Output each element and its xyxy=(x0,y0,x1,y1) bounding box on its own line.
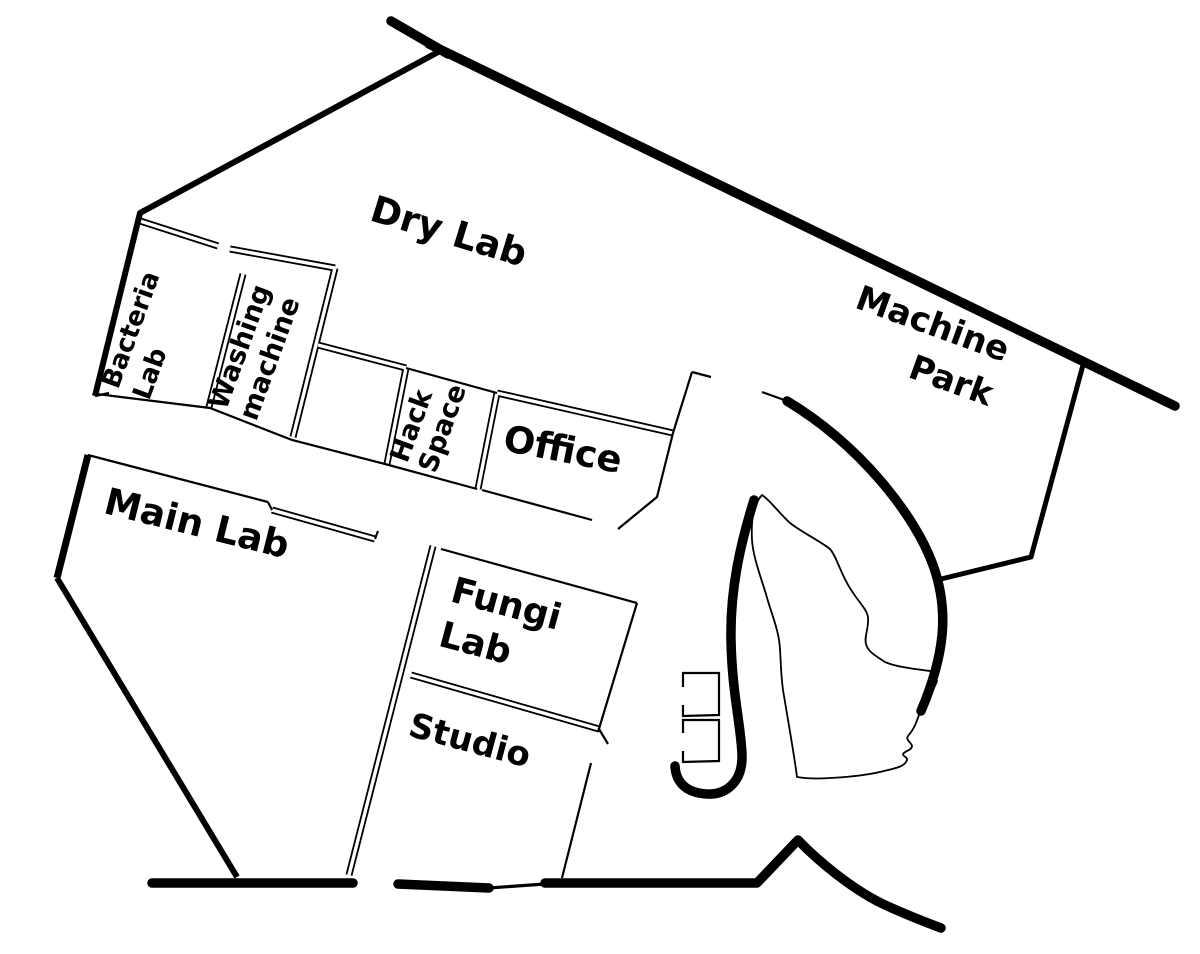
furniture-box-bottom xyxy=(681,718,721,764)
wall-studio-top-corner xyxy=(598,728,609,745)
label-office: Office xyxy=(500,417,626,482)
label-dry-lab: Dry Lab xyxy=(366,187,533,275)
label-machine-park: Machine Park xyxy=(851,278,1015,415)
wall-roof-left xyxy=(92,48,442,397)
furniture xyxy=(681,671,721,764)
wall-bottom-threshold xyxy=(488,882,546,890)
wall-core-fungi-studio-left xyxy=(347,545,435,876)
wall-mainlab-top-tick xyxy=(373,530,380,540)
wall-office-right-stub xyxy=(691,370,712,379)
wall-machinepark-boundary xyxy=(940,364,1086,582)
wall-core-hackspace-left xyxy=(385,367,408,465)
thin-walls xyxy=(87,366,788,890)
wall-fungi-right xyxy=(596,602,639,733)
wall-core-washing-top xyxy=(229,247,336,270)
wall-mainlab-diagonal xyxy=(54,576,240,879)
thick-walls xyxy=(147,16,1180,933)
wall-core-studio-top xyxy=(410,673,600,731)
label-hack-space: Hack Space xyxy=(384,380,473,476)
wall-office-bottom xyxy=(481,488,593,522)
wall-mainlab-left xyxy=(53,454,92,579)
label-main-lab: Main Lab xyxy=(100,480,294,567)
wall-office-right-lower xyxy=(617,432,675,530)
wall-core-mainlab-top-double xyxy=(271,508,376,541)
wall-bottom-mid xyxy=(393,879,494,893)
wall-fungi-top xyxy=(440,547,638,605)
wall-studio-right xyxy=(560,762,593,879)
wall-strip-bottom xyxy=(96,392,478,491)
wall-mainlab-top-jog xyxy=(267,501,273,511)
label-washing-machine: Washing machine xyxy=(203,280,306,424)
wall-core-bacteria-top xyxy=(136,218,219,248)
wall-courtyard-arc xyxy=(782,396,948,716)
wall-bottom-right-peak xyxy=(540,835,946,933)
furniture-box-top xyxy=(681,671,721,718)
wall-core-storage-top xyxy=(317,343,407,370)
wall-outer-diagonal xyxy=(424,39,1180,411)
wall-hackspace-top xyxy=(405,366,498,395)
wall-core-office-top xyxy=(496,391,674,435)
wall-core-bacteria-washing-divider xyxy=(207,273,245,408)
courtyard-blob xyxy=(750,494,938,780)
wall-core-washing-right xyxy=(291,267,337,438)
medium-walls xyxy=(53,48,1086,879)
label-fungi-lab: Fungi Lab xyxy=(435,570,566,673)
wall-office-right-upper xyxy=(671,371,694,434)
wall-mainlab-top xyxy=(87,453,269,504)
wall-core-office-left xyxy=(476,392,499,490)
double-walls-core xyxy=(136,218,674,876)
label-studio: Studio xyxy=(405,705,535,776)
wall-courtyard-s-hook xyxy=(670,495,759,799)
